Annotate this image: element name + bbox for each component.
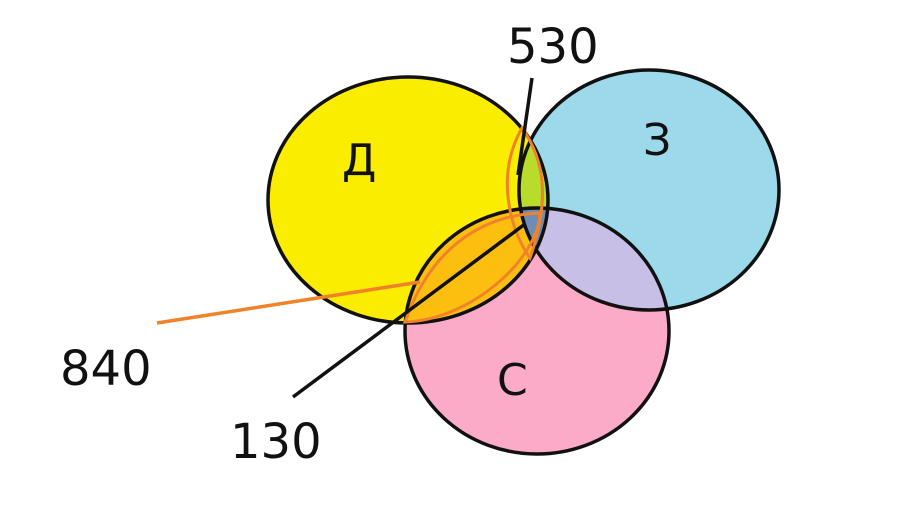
set-s-label: С: [497, 355, 528, 406]
set-d-label: Д: [342, 135, 376, 186]
highlight-d-z-outline: [505, 125, 544, 262]
set-z-outline: [517, 68, 781, 312]
callout-d-z-line: [516, 77, 534, 176]
callout-d-z-s-line: [291, 222, 527, 399]
highlight-d-s-outline: [402, 211, 542, 324]
intersection-z-s: [519, 208, 669, 310]
callout-d-s-line: [156, 280, 421, 325]
intersection-d-s: [405, 208, 548, 323]
callout-d-z-value: 530: [507, 19, 599, 75]
set-z-label: З: [643, 115, 671, 166]
callout-d-s-value: 840: [60, 341, 152, 397]
set-s-outline: [403, 206, 671, 456]
callout-d-z-s-value: 130: [230, 414, 322, 470]
